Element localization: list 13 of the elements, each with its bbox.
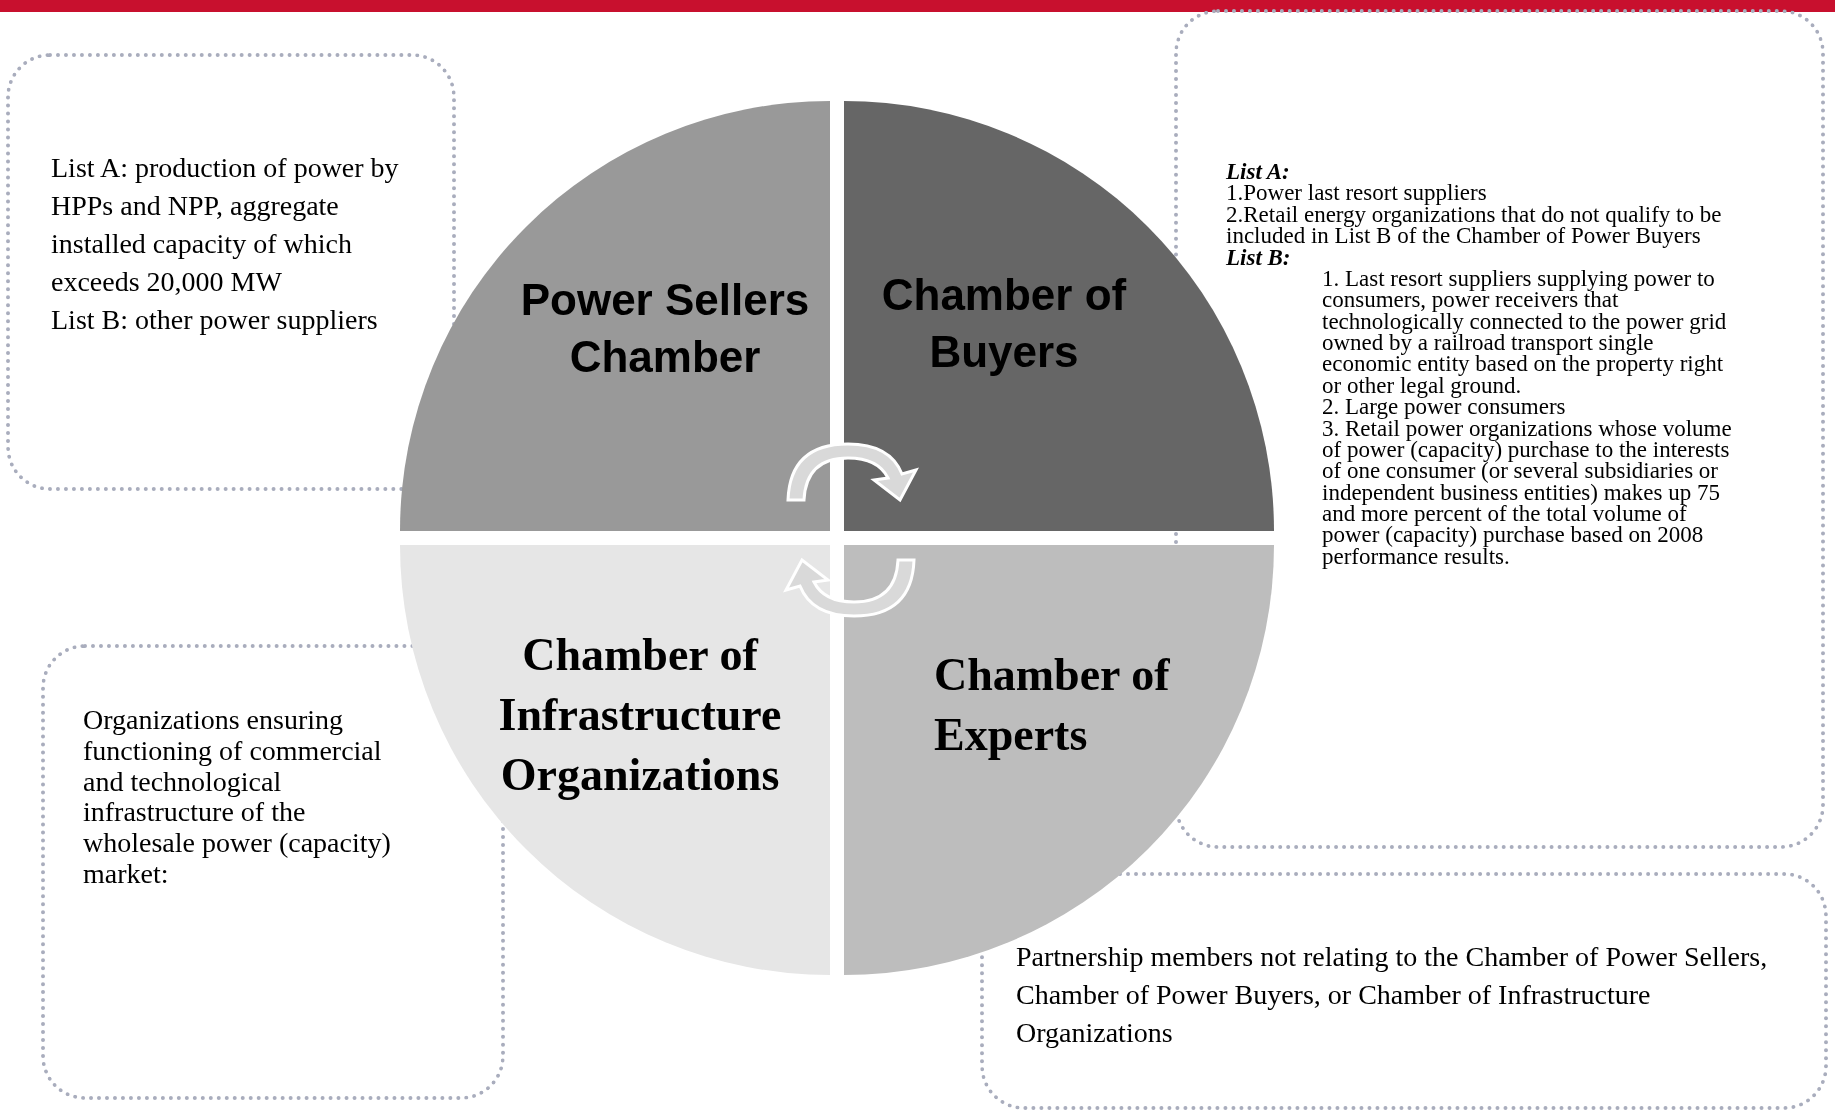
chamber-label: Chamber of Buyers bbox=[880, 269, 1128, 379]
list-heading: List B: bbox=[1226, 246, 1292, 268]
description-text: Organizations ensuring functioning of commercial and technological infrastructure of the wholesale power (capacity) market: bbox=[83, 705, 392, 890]
description-text: List B: other power suppliers bbox=[51, 303, 379, 338]
description-text: 1.Power last resort suppliers bbox=[1226, 182, 1488, 204]
description-text: List A: production of power by HPPs and NPP, aggregate installed capacity of which exceeds 20,000 MW bbox=[51, 151, 400, 300]
chamber-label: Chamber of Experts bbox=[934, 648, 1171, 762]
chamber-label: Chamber of Infrastructure Organizations bbox=[497, 628, 783, 802]
dotted-callout-box bbox=[980, 872, 1828, 1110]
chamber-label: Power Sellers Chamber bbox=[519, 274, 811, 384]
list-item: 1. Last resort suppliers supplying power to consumers, power receivers that technologically connected to the power grid owned by a railroad transport single economic entity based on the property right or other legal ground. bbox=[1322, 267, 1728, 397]
description-text: Partnership members not relating to the Chamber of Power Sellers, Chamber of Power Buyers, or Chamber of Infrastructure Organizations bbox=[1016, 940, 1769, 1051]
list-heading: List A: bbox=[1226, 161, 1291, 183]
